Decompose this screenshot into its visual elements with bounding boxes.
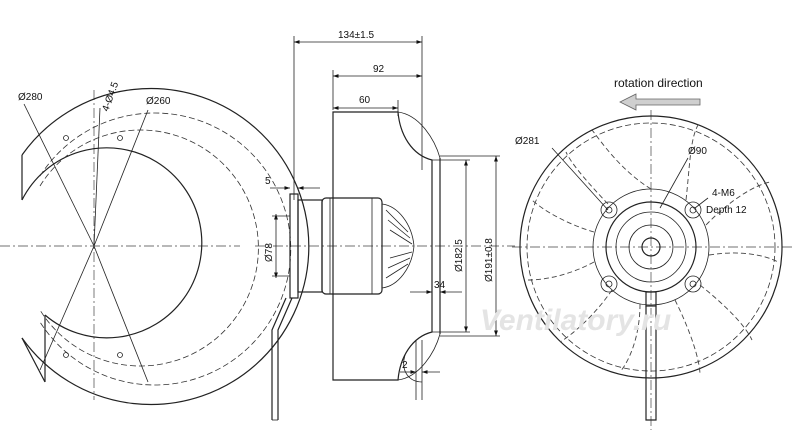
label-d1825: Ø182.5 [454,239,465,272]
mount-hole-m6-2 [689,206,697,214]
ring-bottom-end [21,337,46,383]
label-d191: Ø191±0.8 [484,238,495,282]
mount-lobe-3 [600,275,618,293]
rotor-hub [381,203,415,289]
d260-leader-lower [93,245,149,383]
label-34: 34 [434,280,446,291]
hub-circle [615,211,687,283]
label-d260: Ø260 [146,96,171,107]
ring-inner-edge [21,147,203,339]
d280-leader-lower [39,245,95,371]
hub-inner [628,224,674,270]
inlet-cone-bottom [397,333,441,381]
ring-inner-hidden-circle [39,129,259,367]
label-holes: 4-Ø4.5 [100,80,121,113]
blade-8 [559,289,613,343]
inlet-cone-top [397,111,441,159]
impeller-outer-hidden [526,122,776,372]
label-d281: Ø281 [515,136,540,147]
d280-leader [23,103,95,247]
rotation-arrow-icon [619,93,701,111]
mount-hole-3 [63,352,69,358]
cable-gland [645,291,657,307]
label-92: 92 [373,64,385,75]
mount-hole-2 [117,135,123,141]
blade-9 [527,261,595,281]
blade-7 [619,303,641,373]
side-view: 134±1.5 92 60 5 Ø78 [255,30,515,421]
d260-leader [93,109,149,247]
mount-lobe-4 [684,275,702,293]
label-d90: Ø90 [688,146,707,157]
mount-hole-m6-1 [605,206,613,214]
cable-inner [277,297,293,420]
impeller-outer-circle [519,115,783,379]
mount-hole-m6-4 [689,280,697,288]
mount-lobe-1 [600,201,618,219]
ring-outer-edge [21,87,310,406]
label-depth: Depth 12 [706,205,747,216]
blade-5 [699,284,753,341]
mount-lobe-2 [684,201,702,219]
mount-hole-1 [63,135,69,141]
blade-11 [565,151,609,205]
rotor-fins [385,209,413,279]
label-2: 2 [402,360,408,371]
blade-3 [705,181,771,226]
blade-2 [685,121,701,201]
motor-body [321,197,383,295]
cable-outer [271,297,287,420]
mount-hole-4 [117,352,123,358]
label-60: 60 [359,95,371,106]
inlet-lip-bottom [403,354,423,383]
watermark: Ventilatory.ru [480,304,671,337]
label-d280: Ø280 [18,92,43,103]
blade-4 [708,252,779,263]
rotation-direction-label: rotation direction [614,76,703,90]
blade-1 [591,129,652,190]
blade-10 [531,199,595,233]
mount-hole-m6-3 [605,280,613,288]
cable-lead [645,306,657,421]
impeller-front-view: Ø281 Ø90 4-M6 Depth 12 rotation directio… [512,76,795,430]
ring-bolt-circle [39,112,292,386]
d281-leader [551,147,609,211]
label-134: 134±1.5 [338,30,375,41]
d90-leader [659,157,689,209]
label-m6: 4-M6 [712,188,735,199]
label-d78: Ø78 [264,243,275,262]
blade-6 [674,299,701,376]
shaft-circle [641,237,661,257]
m6-leader [694,197,709,209]
inlet-ring-view: Ø280 4-Ø4.5 Ø260 [0,80,310,406]
holes-leader [93,107,101,247]
label-5: 5 [265,176,271,187]
